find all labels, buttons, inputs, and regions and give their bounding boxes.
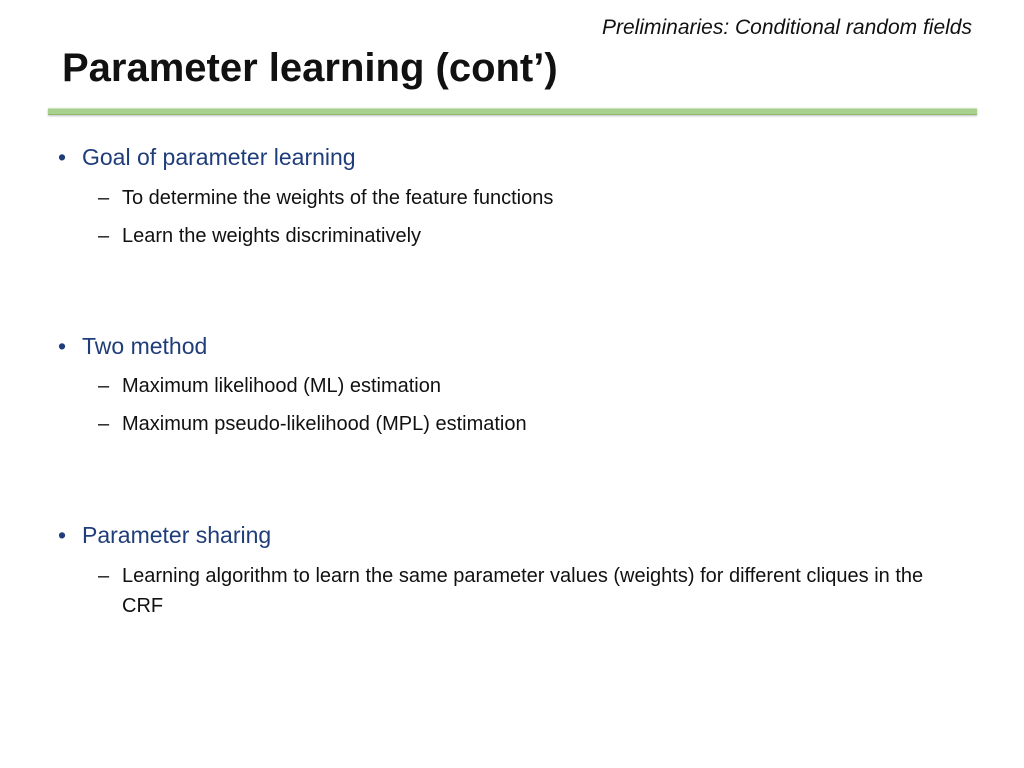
- bullet-icon: •: [58, 144, 67, 170]
- bullet-label: Parameter sharing: [82, 522, 272, 548]
- sub-item-text: To determine the weights of the feature …: [122, 187, 554, 209]
- bullet-label: Goal of parameter learning: [82, 144, 356, 170]
- sub-item: – To determine the weights of the featur…: [98, 183, 958, 213]
- bullet-icon: •: [58, 522, 67, 548]
- bullet-label: Two method: [82, 333, 208, 359]
- sub-item-text: Maximum pseudo-likelihood (MPL) estimati…: [122, 413, 527, 435]
- sub-item-text: Learning algorithm to learn the same par…: [122, 565, 924, 617]
- bullet-icon: •: [58, 333, 67, 359]
- dash-icon: –: [98, 565, 110, 587]
- title-divider: [48, 108, 977, 115]
- dash-icon: –: [98, 225, 110, 247]
- sub-item: – Maximum pseudo-likelihood (MPL) estima…: [98, 409, 958, 439]
- bullet-parameter-sharing: • Parameter sharing: [58, 522, 271, 549]
- sub-item: – Learn the weights discriminatively: [98, 221, 958, 251]
- bullet-two-method: • Two method: [58, 333, 207, 360]
- dash-icon: –: [98, 375, 110, 397]
- bullet-goal: • Goal of parameter learning: [58, 144, 356, 171]
- dash-icon: –: [98, 413, 110, 435]
- sub-item: – Learning algorithm to learn the same p…: [98, 561, 958, 621]
- sub-item: – Maximum likelihood (ML) estimation: [98, 371, 958, 401]
- sub-item-text: Maximum likelihood (ML) estimation: [122, 375, 441, 397]
- section-label: Preliminaries: Conditional random fields: [601, 16, 972, 39]
- sub-item-text: Learn the weights discriminatively: [122, 225, 422, 247]
- dash-icon: –: [98, 187, 110, 209]
- slide-title: Parameter learning (cont’): [62, 46, 558, 90]
